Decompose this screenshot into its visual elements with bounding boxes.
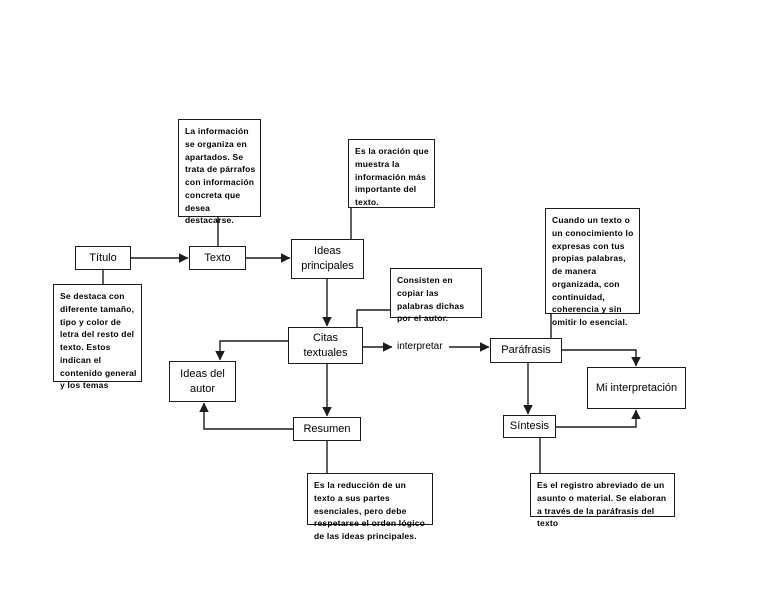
node-ideas-del-autor-label: Ideas del autor [180,367,225,395]
node-sintesis: Síntesis [503,415,556,438]
edge-resumen-ideas-del-autor [199,402,293,430]
node-parafrasis-label: Paráfrasis [501,344,551,357]
note-resumen-def-text: Es la reducción de un texto a sus partes… [314,480,426,541]
note-oracion-principal: Es la oración que muestra la información… [348,139,435,208]
node-ideas-principales-label: Ideas principales [301,245,354,272]
note-organizacion-text: La información se organiza en apartados.… [185,126,256,226]
node-texto-label: Texto [204,251,231,264]
note-parafrasis-def-text: Cuando un texto o un conocimiento lo exp… [552,215,634,327]
note-citas-def-text: Consisten en copiar las palabras dichas … [397,275,465,324]
edge-sintesis-mi-interpretacion [556,409,641,428]
node-titulo-label: Título [89,251,117,264]
node-texto: Texto [189,246,246,270]
edge-label-interpretar: interpretar [395,341,445,353]
node-resumen-label: Resumen [303,422,351,435]
note-citas-def: Consisten en copiar las palabras dichas … [390,268,482,323]
node-citas-textuales-label: Citas textuales [303,331,348,359]
node-ideas-principales: Ideas principales [291,239,364,279]
node-sintesis-label: Síntesis [509,420,550,433]
node-titulo: Título [75,246,131,270]
edge-note-citas-def-citas [356,309,390,327]
node-parafrasis: Paráfrasis [490,338,562,363]
node-citas-textuales: Citas textuales [288,327,363,364]
node-mi-interpretacion-label: Mi interpretación [595,381,678,394]
note-titulo-def: Se destaca con diferente tamaño, tipo y … [53,284,142,390]
note-sintesis-def-text: Es el registro abreviado de un asunto o … [537,480,667,529]
node-ideas-del-autor: Ideas del autor [169,361,236,402]
note-sintesis-def: Es el registro abreviado de un asunto o … [530,473,675,528]
note-organizacion: La información se organiza en apartados.… [178,119,261,225]
note-resumen-def: Es la reducción de un texto a sus partes… [307,473,433,541]
node-mi-interpretacion: Mi interpretación [587,367,686,409]
edge-citas-ideas-del-autor [215,340,288,361]
edge-parafrasis-mi-interpretacion [562,349,641,367]
node-resumen: Resumen [293,417,361,441]
note-oracion-principal-text: Es la oración que muestra la información… [355,146,429,207]
note-titulo-def-text: Se destaca con diferente tamaño, tipo y … [60,291,137,391]
note-parafrasis-def: Cuando un texto o un conocimiento lo exp… [545,208,640,327]
